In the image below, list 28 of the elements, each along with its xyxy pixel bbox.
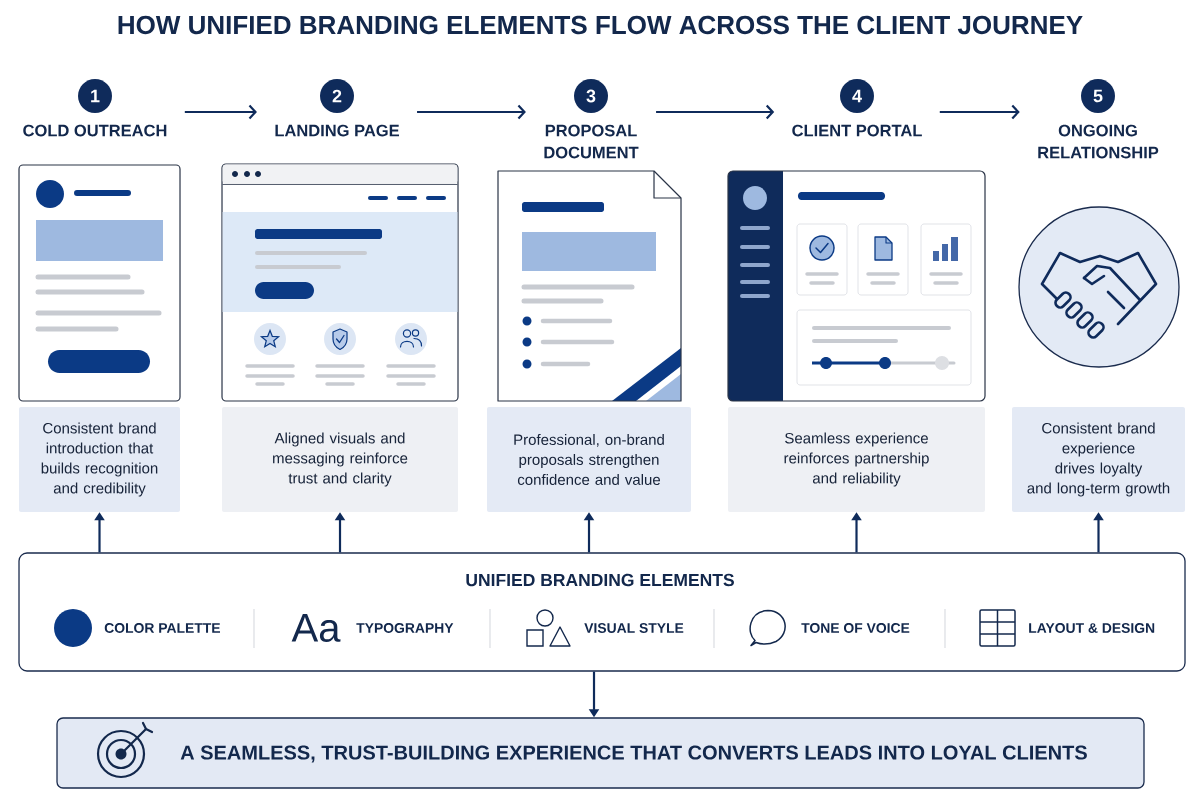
description-box: Seamless experience reinforces partnership and reliability <box>728 407 985 512</box>
arrow <box>184 104 257 120</box>
arrow <box>656 104 775 120</box>
stage-title: PROPOSAL DOCUMENT <box>544 124 639 159</box>
stage-title: COLD OUTREACH <box>23 124 167 137</box>
item-label: TONE OF VOICE <box>801 623 910 633</box>
number-badge: 3 <box>574 79 608 113</box>
description-box: Professional, on-brand proposals strengthen confidence and value <box>487 407 691 512</box>
stage-title: CLIENT PORTAL <box>792 124 922 137</box>
stage-title: LANDING PAGE <box>275 124 399 137</box>
number-badge: 5 <box>1081 79 1115 113</box>
letter-sample: Aa <box>291 614 341 642</box>
banner: A SEAMLESS, TRUST-BUILDING EXPERIENCE THAT CONVERTS LEADS INTO LOYAL CLIENTS <box>56 717 1145 789</box>
panel-heading: UNIFIED BRANDING ELEMENTS <box>466 573 734 587</box>
stage-title: ONGOING RELATIONSHIP <box>1038 124 1159 159</box>
number-badge: 4 <box>840 79 874 113</box>
item-label: VISUAL STYLE <box>584 623 684 633</box>
item-label: COLOR PALETTE <box>104 623 220 633</box>
title: HOW UNIFIED BRANDING ELEMENTS FLOW ACROSS THE CLIENT JOURNEY <box>118 15 1083 35</box>
number-badge: 2 <box>320 79 354 113</box>
description-box: Consistent brand experience drives loyalty and long-term growth <box>1012 407 1185 512</box>
item-label: TYPOGRAPHY <box>356 623 454 633</box>
description-box: Consistent brand introduction that builds recognition and credibility <box>19 407 180 512</box>
description-box: Aligned visuals and messaging reinforce trust and clarity <box>222 407 458 512</box>
arrow <box>417 104 526 120</box>
number-badge: 1 <box>78 79 112 113</box>
item-label: LAYOUT & DESIGN <box>1029 623 1155 633</box>
arrow <box>939 104 1020 120</box>
